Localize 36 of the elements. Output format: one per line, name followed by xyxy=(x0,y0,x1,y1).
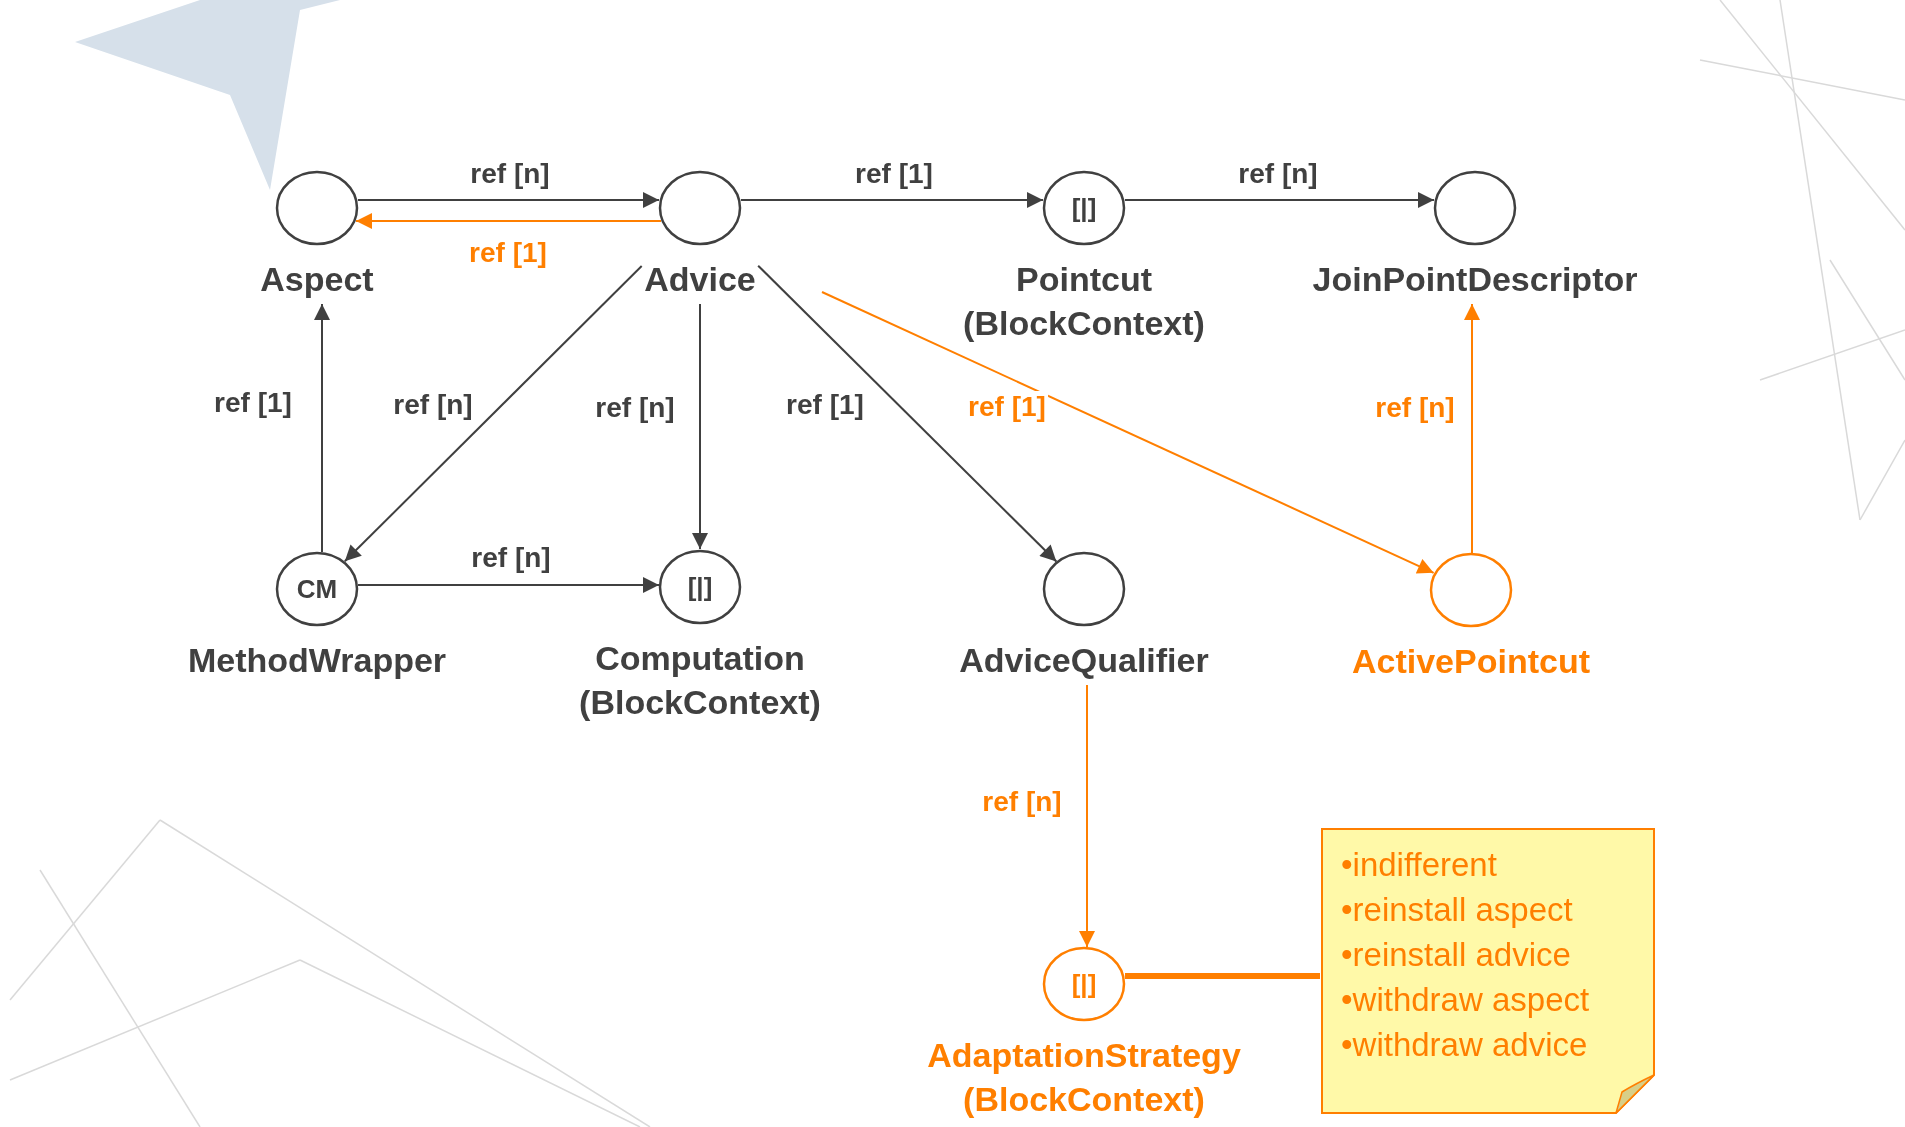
arrow xyxy=(343,265,643,563)
arrow xyxy=(1464,303,1480,554)
edge-label: ref [1] xyxy=(966,391,1048,423)
sticky-note xyxy=(1321,828,1655,1114)
arrow xyxy=(357,577,660,593)
arrow xyxy=(757,264,1058,563)
arrow xyxy=(692,303,708,550)
arrow xyxy=(740,192,1044,208)
class-node xyxy=(260,170,374,301)
list-item: •reinstall aspect xyxy=(1341,890,1574,930)
arrow xyxy=(821,291,1435,574)
class-name: Advice xyxy=(644,259,756,300)
arrow xyxy=(355,213,662,229)
class-name: MethodWrapper xyxy=(187,640,447,681)
class-node xyxy=(187,551,447,682)
connector-line xyxy=(1125,973,1320,979)
arrow xyxy=(1079,684,1095,948)
class-name: ActivePointcut xyxy=(1351,641,1590,682)
class-name: AdaptationStrategy (BlockContext) xyxy=(926,1035,1242,1120)
list-item: •withdraw aspect xyxy=(1341,980,1591,1020)
arrow xyxy=(1124,192,1435,208)
list-item: •withdraw advice xyxy=(1341,1025,1589,1065)
class-symbol: [|] xyxy=(1071,192,1097,224)
class-name: JoinPointDescriptor xyxy=(1312,259,1638,300)
class-name: AdviceQualifier xyxy=(959,640,1209,681)
arrow xyxy=(314,303,330,553)
list-item: •indifferent xyxy=(1341,845,1498,885)
class-node xyxy=(959,551,1209,682)
class-symbol: [|] xyxy=(687,571,713,603)
class-name: Aspect xyxy=(260,259,374,300)
class-name: Computation (BlockContext) xyxy=(578,638,822,723)
list-item: •reinstall advice xyxy=(1341,935,1572,975)
class-symbol: [|] xyxy=(1071,968,1097,1000)
arrow xyxy=(357,192,660,208)
class-symbol: CM xyxy=(296,573,338,605)
class-name: Pointcut (BlockContext) xyxy=(962,259,1206,344)
